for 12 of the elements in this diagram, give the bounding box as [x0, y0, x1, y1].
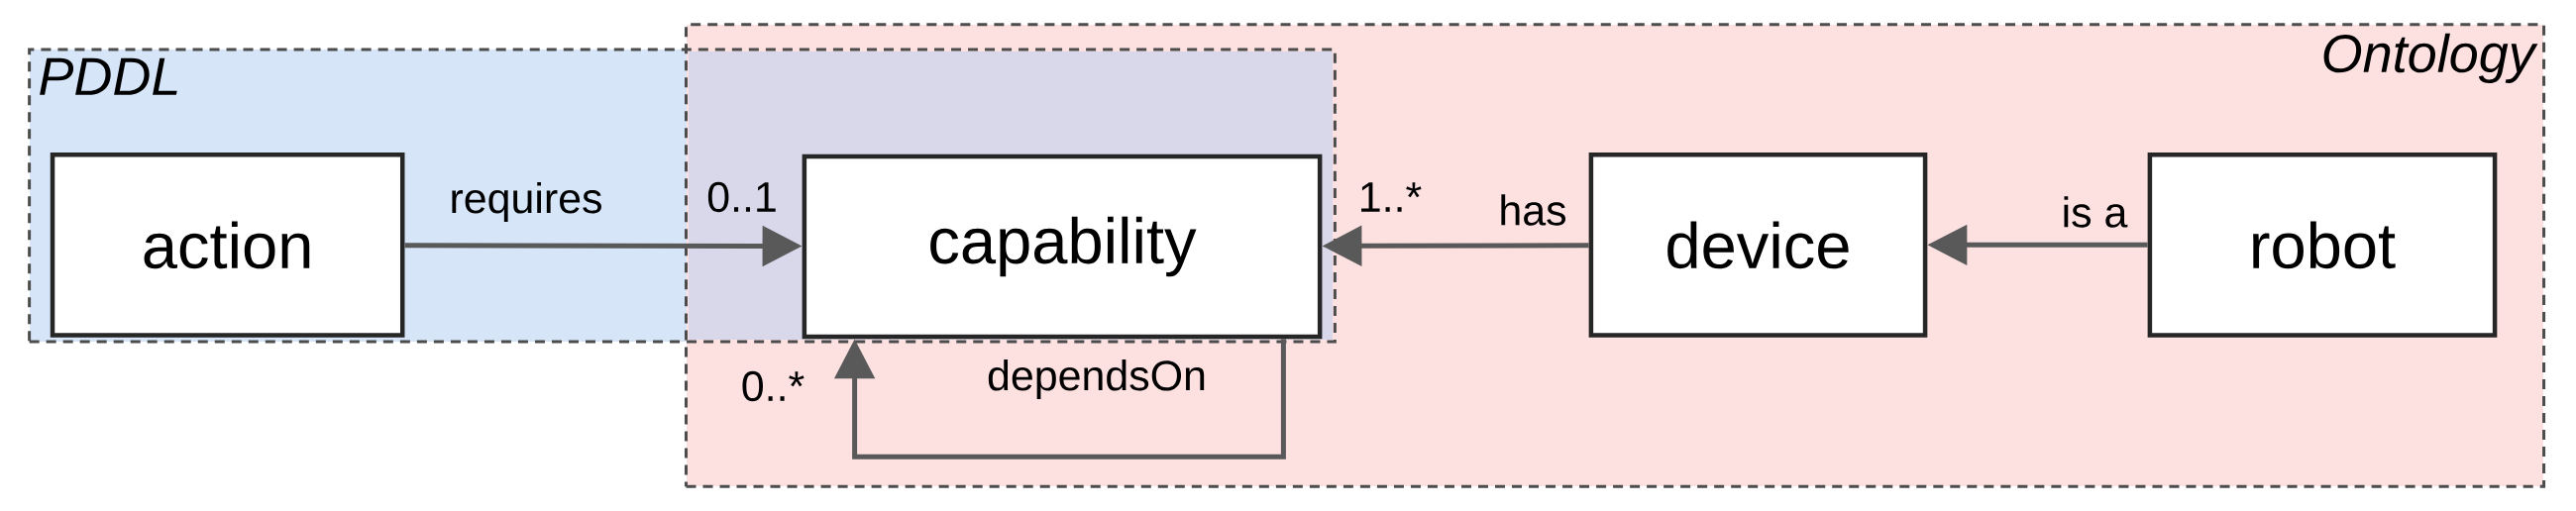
- edge-label: dependsOn: [988, 359, 1205, 399]
- edge-label: has: [1501, 194, 1566, 226]
- multiplicity-label: 0..*: [742, 370, 805, 402]
- class-box: action: [50, 153, 405, 338]
- multiplicity-label: 1..*: [1361, 182, 1422, 212]
- class-box: robot: [2147, 153, 2498, 338]
- class-box: device: [1588, 153, 1928, 338]
- arrow: [833, 339, 1286, 460]
- edge-label: is a: [2064, 196, 2128, 228]
- class-box: capability: [802, 153, 1323, 340]
- multiplicity-label: 0..1: [707, 181, 776, 213]
- edge-label: requires: [452, 182, 601, 222]
